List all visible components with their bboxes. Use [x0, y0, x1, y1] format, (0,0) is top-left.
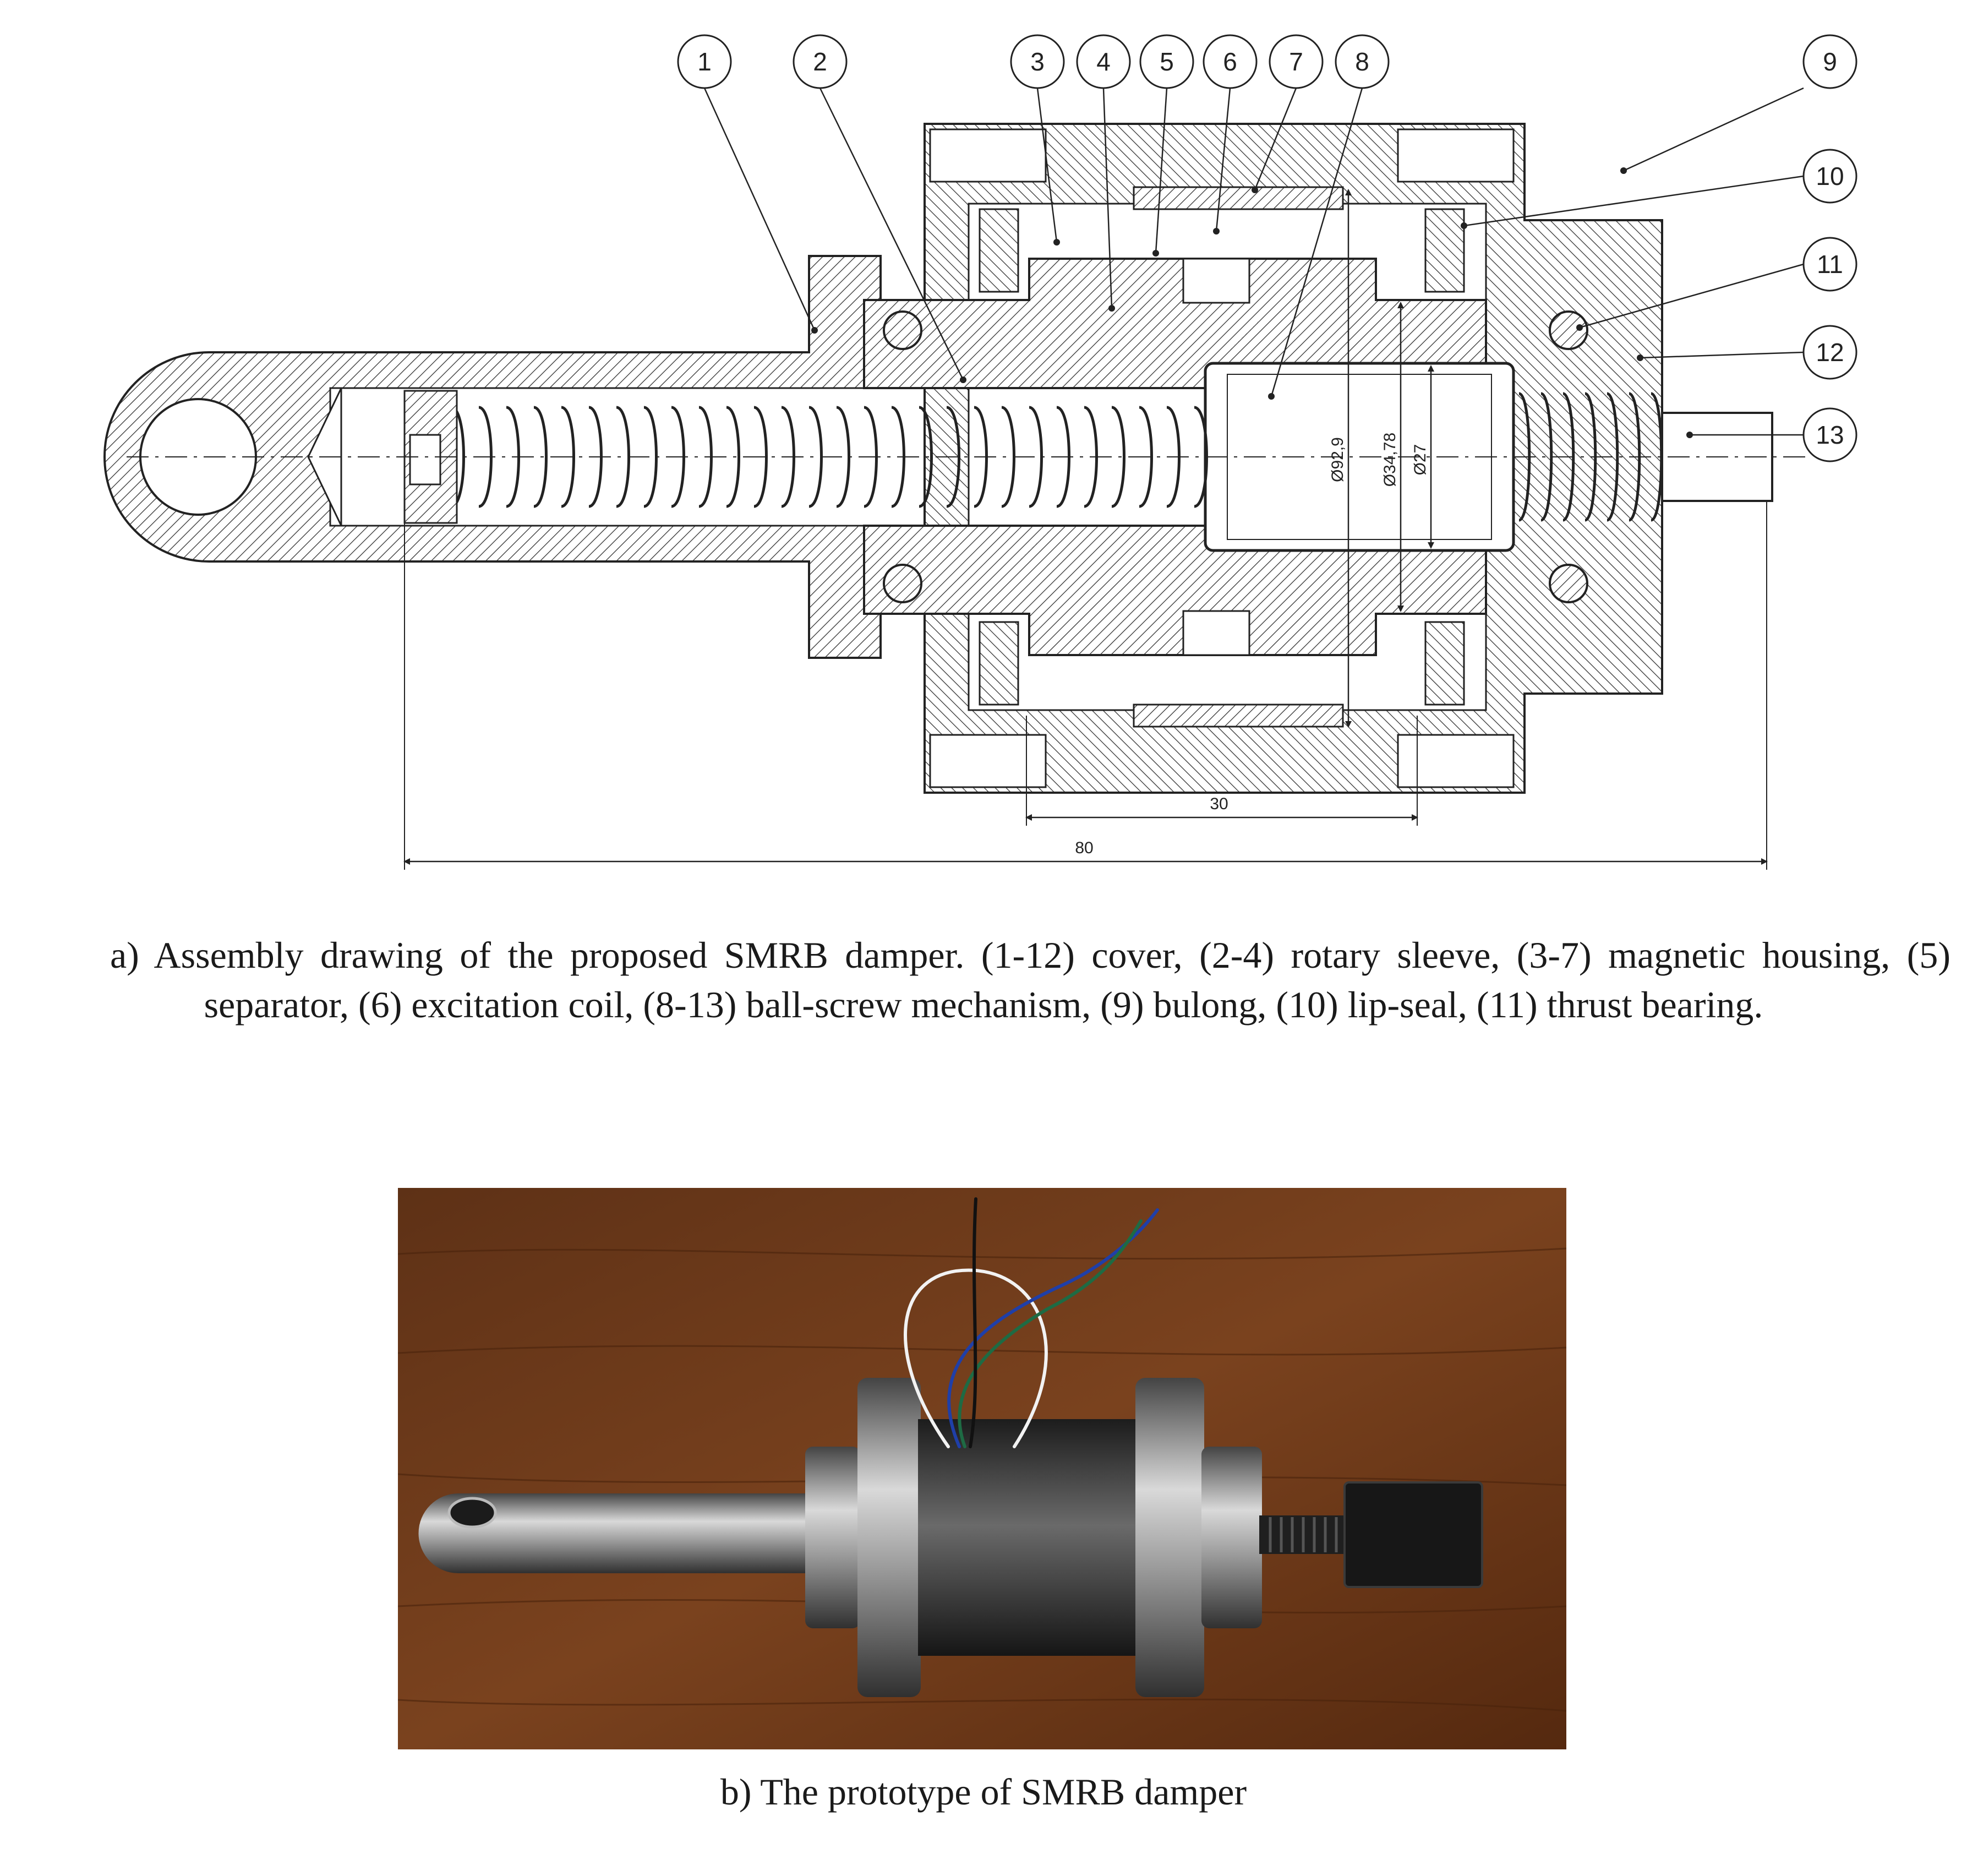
callout-circle-4 — [1076, 34, 1131, 89]
callout-label-11: 11 — [1817, 250, 1843, 279]
callout-label-9: 9 — [1823, 47, 1837, 76]
callout-label-7: 7 — [1289, 47, 1303, 76]
prototype-coil-body — [918, 1419, 1138, 1656]
callout-circle-6 — [1203, 34, 1258, 89]
dim-outer-diameter: Ø92,9 — [1329, 437, 1347, 482]
callout-dot-11 — [1576, 324, 1583, 331]
callout-label-13: 13 — [1816, 421, 1844, 449]
callout-label-4: 4 — [1096, 47, 1111, 76]
callout-dot-13 — [1686, 432, 1693, 438]
prototype-end-cap-right — [1201, 1447, 1262, 1628]
prototype-wires — [904, 1197, 1159, 1448]
callout-leaders — [703, 87, 1804, 438]
dim-length-30: 30 — [1210, 795, 1228, 813]
callout-leader-7 — [1254, 88, 1297, 190]
callout-label-3: 3 — [1030, 47, 1045, 76]
rotary-sleeve — [863, 258, 1487, 656]
caption-prototype: b) The prototype of SMRB damper — [720, 1771, 1247, 1813]
callout-circle-8 — [1335, 34, 1390, 89]
prototype-screw-thread — [1269, 1517, 1338, 1552]
callout-dot-12 — [1637, 355, 1643, 361]
callout-leader-6 — [1215, 88, 1231, 232]
callout-label-5: 5 — [1160, 47, 1174, 76]
callout-leader-8 — [1270, 88, 1363, 397]
callout-dot-7 — [1252, 187, 1258, 193]
prototype-rod — [418, 1493, 816, 1573]
callout-label-8: 8 — [1355, 47, 1369, 76]
callout-label-12: 12 — [1816, 338, 1844, 367]
callout-leader-2 — [819, 88, 964, 380]
callout-leader-1 — [703, 88, 816, 331]
callout-leader-3 — [1036, 88, 1058, 243]
callout-dot-10 — [1461, 222, 1467, 229]
callout-circle-2 — [793, 34, 848, 89]
callout-dot-5 — [1152, 250, 1159, 257]
dim-mid-diameter: Ø34,78 — [1381, 433, 1399, 487]
callout-dot-3 — [1053, 239, 1060, 246]
callout-leader-10 — [1463, 175, 1804, 227]
caption-assembly: a) Assembly drawing of the proposed SMRB… — [110, 934, 1950, 1026]
callout-dot-4 — [1108, 305, 1115, 312]
callout-circle-7 — [1269, 34, 1324, 89]
rod-eye — [447, 1497, 497, 1529]
callout-dot-1 — [811, 327, 818, 334]
dim-inner-diameter: Ø27 — [1411, 444, 1429, 476]
prototype-end-cap-left — [805, 1447, 860, 1628]
callout-label-1: 1 — [697, 47, 712, 76]
callout-label-2: 2 — [813, 47, 827, 76]
prototype-flange-right — [1135, 1378, 1204, 1697]
callout-circle-9 — [1802, 34, 1857, 89]
callout-label-10: 10 — [1816, 162, 1844, 190]
callout-label-6: 6 — [1223, 47, 1237, 76]
callout-circle-1 — [677, 34, 732, 89]
callout-leader-11 — [1579, 263, 1804, 329]
callout-dot-6 — [1213, 228, 1220, 234]
callout-circle-10 — [1802, 149, 1857, 204]
callout-dot-8 — [1268, 393, 1275, 400]
callout-leader-4 — [1102, 88, 1113, 309]
callout-circle-5 — [1139, 34, 1194, 89]
callout-circle-11 — [1802, 237, 1857, 292]
callout-circle-3 — [1010, 34, 1065, 89]
callout-leader-12 — [1640, 351, 1804, 359]
prototype-photo — [398, 1188, 1566, 1749]
callout-leader-9 — [1623, 87, 1804, 172]
bearings — [883, 208, 1588, 706]
callout-dot-2 — [960, 377, 966, 383]
callout-circle-13 — [1802, 407, 1857, 462]
prototype-hex-nut — [1343, 1481, 1483, 1588]
dim-length-80: 80 — [1075, 839, 1093, 857]
callout-leader-5 — [1155, 88, 1168, 254]
callout-circle-12 — [1802, 325, 1857, 380]
dimension-lines — [403, 189, 1768, 870]
callout-dot-9 — [1620, 167, 1627, 174]
prototype-flange-left — [857, 1378, 921, 1697]
